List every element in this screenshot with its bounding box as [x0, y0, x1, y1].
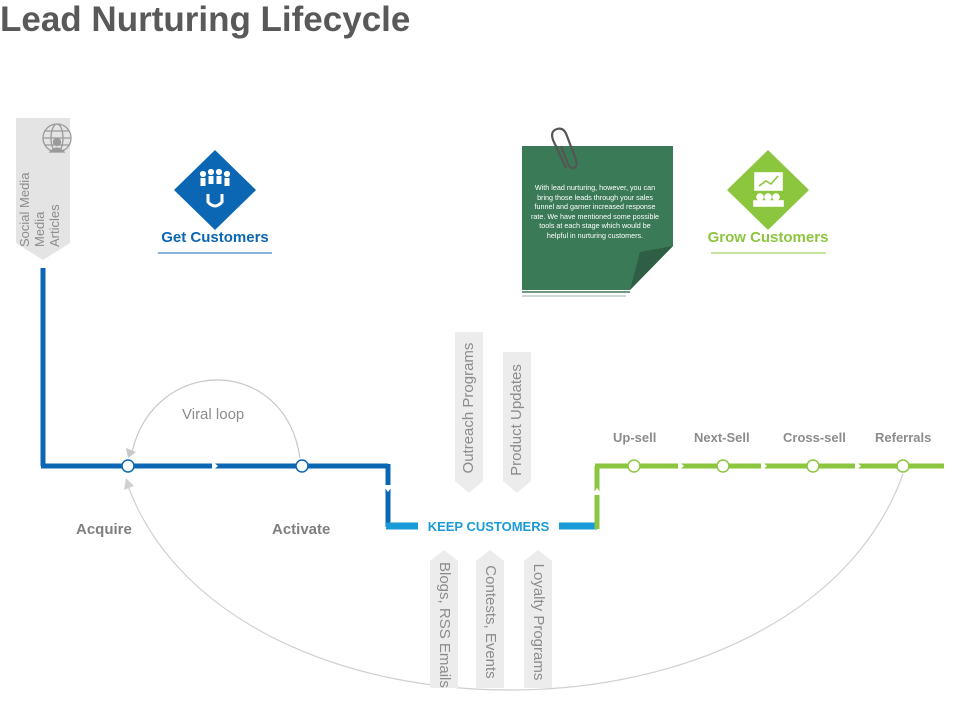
product-updates-tag-bg: [503, 352, 531, 493]
grow-path-line: [592, 461, 944, 529]
get-customers-label: Get Customers: [161, 229, 269, 246]
acquire-path-line: [40, 268, 393, 527]
activate-node: [295, 459, 309, 473]
crosssell-label: Cross-sell: [783, 430, 846, 445]
tag-line: Media: [32, 211, 47, 247]
tag-line: Social Media: [17, 172, 32, 247]
referrals-label: Referrals: [875, 430, 932, 445]
referrals-node: [896, 459, 910, 473]
outreach-tag-bg: [455, 332, 483, 493]
loyalty-tag-bg: [524, 550, 552, 688]
globe-user-icon: [42, 123, 72, 153]
blogs-rss-label: Blogs, RSS Emails: [436, 562, 453, 688]
activate-label: Activate: [272, 521, 331, 538]
contests-events-label: Contests, Events: [482, 565, 499, 679]
get-customers-diamond: [174, 150, 256, 230]
paperclip-icon: [551, 127, 578, 170]
nextsell-label: Next-Sell: [694, 430, 750, 445]
grow-customers-diamond: [727, 150, 809, 230]
page-title: Lead Nurturing Lifecycle: [0, 0, 411, 39]
tag-line: Articles: [47, 204, 62, 247]
loyalty-programs-label: Loyalty Programs: [530, 563, 547, 681]
acquire-node: [121, 459, 135, 473]
acquire-label: Acquire: [76, 521, 132, 538]
viral-loop-arc: [131, 379, 301, 459]
sticky-note: [522, 146, 673, 297]
magnet-users-icon: [199, 168, 231, 208]
keep-customers-label: KEEP CUSTOMERS: [427, 519, 550, 534]
presentation-icon: [753, 172, 784, 207]
referral-arc: [127, 473, 904, 691]
crosssell-node: [806, 459, 820, 473]
grow-customers-label: Grow Customers: [707, 229, 829, 246]
note-text: With lead nurturing, however, you can br…: [530, 183, 660, 240]
blogs-tag-bg: [430, 550, 458, 688]
social-media-tag: [16, 118, 70, 260]
contests-tag-bg: [476, 550, 504, 688]
product-updates-label: Product Updates: [508, 364, 525, 476]
nextsell-node: [716, 459, 730, 473]
viral-loop-label: Viral loop: [182, 406, 245, 423]
upsell-node: [627, 459, 641, 473]
outreach-programs-label: Outreach Programs: [460, 342, 477, 474]
social-media-tag-text: Social Media Media Articles: [17, 137, 62, 247]
upsell-label: Up-sell: [613, 430, 657, 445]
